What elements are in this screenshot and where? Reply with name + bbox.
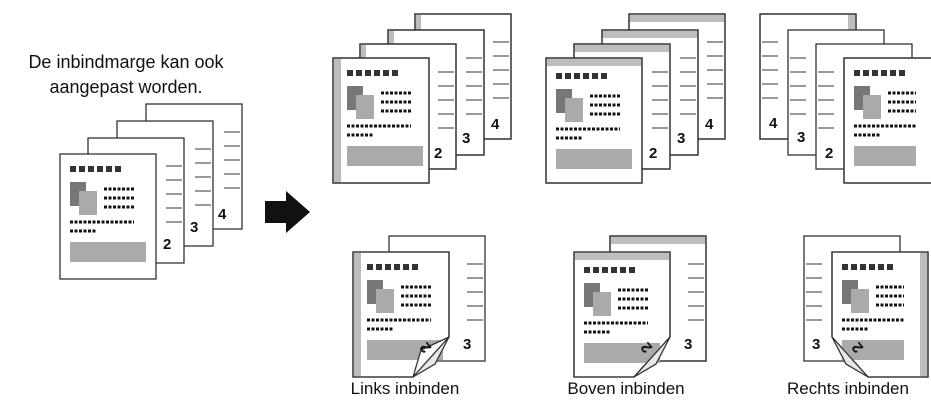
source-document-stack: 4 3 2 (59, 103, 243, 280)
stack-left-binding: 4 3 2 (332, 13, 512, 184)
source-page-4-number: 4 (218, 206, 227, 223)
caption-left-binding: Links inbinden (351, 379, 460, 398)
stack-top-binding: 4 3 2 (545, 13, 726, 184)
right-arrow-icon (265, 191, 310, 233)
booklet-left-binding: 3 2 (352, 235, 486, 378)
caption-top-binding: Boven inbinden (567, 379, 684, 398)
top-page-2-number: 2 (649, 145, 657, 162)
source-page-1 (59, 153, 157, 280)
caption-right-binding: Rechts inbinden (787, 379, 909, 398)
left-page-3-number: 3 (462, 130, 470, 147)
source-page-2-number: 2 (163, 236, 171, 253)
booklet-left-page-3-number: 3 (463, 336, 471, 353)
booklet-right-binding: 3 2 (803, 235, 929, 378)
intro-line-2: aangepast worden. (49, 77, 202, 97)
booklet-right-page-3-number: 3 (812, 336, 820, 353)
right-page-4-number: 4 (769, 115, 778, 132)
top-page-4-number: 4 (705, 116, 714, 133)
left-page-4-number: 4 (491, 116, 500, 133)
booklet-top-page-3-number: 3 (684, 336, 692, 353)
right-page-3-number: 3 (797, 129, 805, 146)
left-page-2-number: 2 (434, 145, 442, 162)
intro-line-1: De inbindmarge kan ook (28, 52, 224, 72)
right-page-2-number: 2 (825, 145, 833, 162)
booklet-top-binding: 3 2 (573, 235, 707, 378)
top-page-3-number: 3 (677, 130, 685, 147)
source-page-3-number: 3 (190, 219, 198, 236)
stack-right-binding: 4 3 2 (759, 13, 931, 184)
